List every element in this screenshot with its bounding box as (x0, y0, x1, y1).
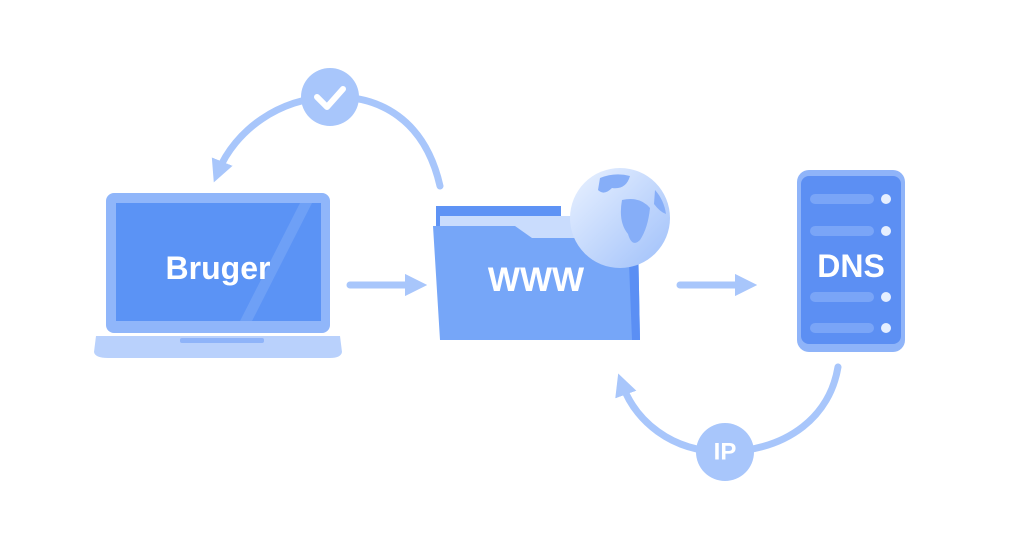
checkmark-icon (314, 86, 346, 110)
folder-www: WWW (433, 168, 670, 340)
dns-label: DNS (817, 248, 885, 284)
ip-badge: IP (696, 423, 754, 481)
laptop-user: Bruger (94, 193, 342, 358)
ip-return-arrow: IP (615, 363, 842, 481)
ip-label: IP (714, 439, 737, 466)
checkmark-badge (301, 68, 359, 126)
dns-server: DNS (797, 170, 905, 352)
web-label: WWW (488, 261, 585, 299)
response-arrow (211, 68, 444, 190)
globe-icon (570, 168, 670, 268)
user-label: Bruger (166, 250, 271, 286)
